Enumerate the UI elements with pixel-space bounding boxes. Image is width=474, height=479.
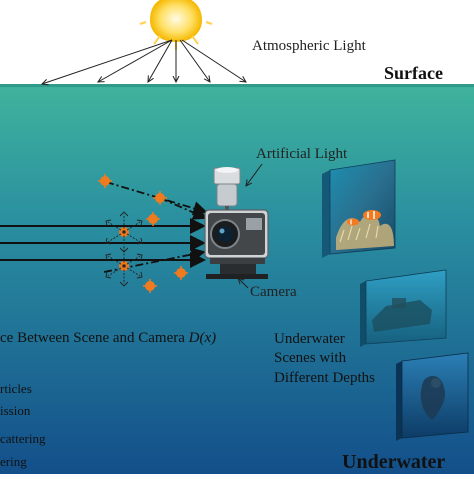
scattering-particle-lower: [105, 248, 143, 287]
action-camera-icon: [204, 209, 269, 279]
legend-item-0: rticles: [0, 381, 32, 396]
atmospheric-light-rays: [42, 39, 246, 84]
particle-icon: [146, 212, 160, 226]
scene-image-wreck: [360, 269, 447, 347]
artificial-light-pointer: [246, 163, 263, 186]
camera-pointer: [238, 278, 249, 289]
legend-item-1: ission: [0, 403, 31, 418]
scene-image-diver: [396, 352, 469, 441]
underwater-label: Underwater: [342, 451, 445, 473]
light-beams: [0, 218, 206, 268]
legend: rticles ission cattering ering: [0, 381, 46, 469]
water-surface-line: [0, 84, 474, 87]
scene-label-line-3: Different Depths: [274, 370, 375, 386]
particle-icon: [153, 191, 167, 205]
atmospheric-light-label: Atmospheric Light: [252, 38, 367, 54]
scene-label-group: Underwater Scenes with Different Depths: [274, 331, 375, 386]
scene-label-line-2: Scenes with: [274, 350, 347, 366]
particles: [98, 174, 188, 293]
particle-icon: [174, 266, 188, 280]
scattering-particle-upper: [105, 211, 143, 253]
scene-image-reef: [322, 159, 396, 258]
particle-icon: [98, 174, 112, 188]
distance-symbol: D(x): [188, 330, 216, 346]
distance-label-text: ce Between Scene and Camera: [0, 330, 185, 346]
artificial-light-label: Artificial Light: [256, 146, 348, 162]
legend-item-2: cattering: [0, 431, 46, 446]
distance-label: ce Between Scene and Camera D(x): [0, 330, 216, 346]
scene-label-line-1: Underwater: [274, 331, 345, 347]
camera-label: Camera: [250, 284, 297, 300]
surface-label: Surface: [384, 63, 443, 83]
particle-icon: [143, 279, 157, 293]
legend-item-3: ering: [0, 454, 27, 469]
flashlight-icon: [213, 167, 241, 214]
